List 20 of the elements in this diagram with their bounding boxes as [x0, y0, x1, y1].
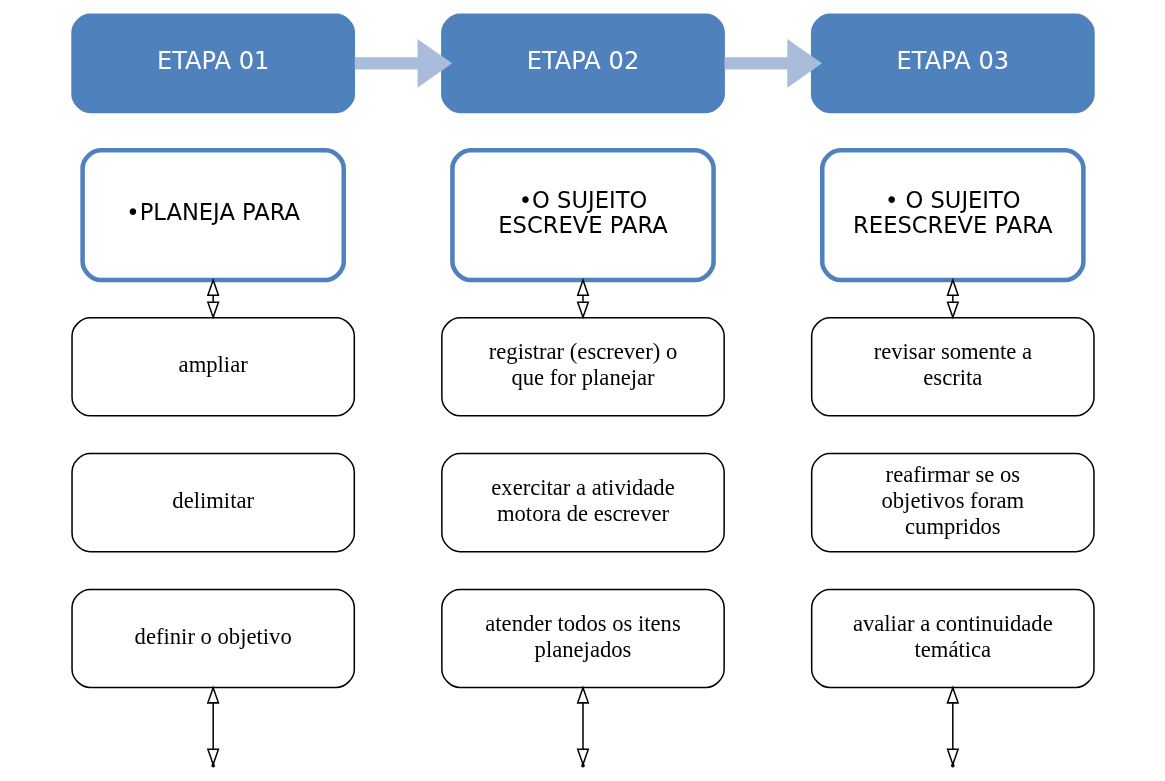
- node-box: •PLANEJA PARA: [79, 147, 346, 283]
- node-box: ETAPA 01: [70, 13, 355, 114]
- node-box: reafirmar se os objetivos foram cumpridos: [810, 452, 1095, 553]
- node-box: exercitar a atividade motora de escrever: [440, 452, 725, 553]
- node-box: ETAPA 03: [810, 13, 1095, 114]
- node-box: atender todos os itens planejados: [440, 588, 725, 689]
- node-box: avaliar a continuidade temática: [810, 588, 1095, 689]
- node-box: registrar (escrever) o que for planejar: [440, 316, 725, 417]
- node-box: • O SUJEITO REESCREVE PARA: [819, 147, 1086, 283]
- arrow: [206, 277, 220, 320]
- node-box: revisar somente a escrita: [810, 316, 1095, 417]
- node-box: delimitar: [70, 452, 355, 553]
- arrow: [945, 277, 959, 320]
- node-box: ETAPA 02: [440, 13, 725, 114]
- node-box: •O SUJEITO ESCREVE PARA: [449, 147, 716, 283]
- arrow: [576, 277, 589, 320]
- arrow: [724, 39, 822, 88]
- arrow: [354, 39, 452, 88]
- node-box: definir o objetivo: [70, 588, 355, 689]
- node-box: ampliar: [70, 316, 355, 417]
